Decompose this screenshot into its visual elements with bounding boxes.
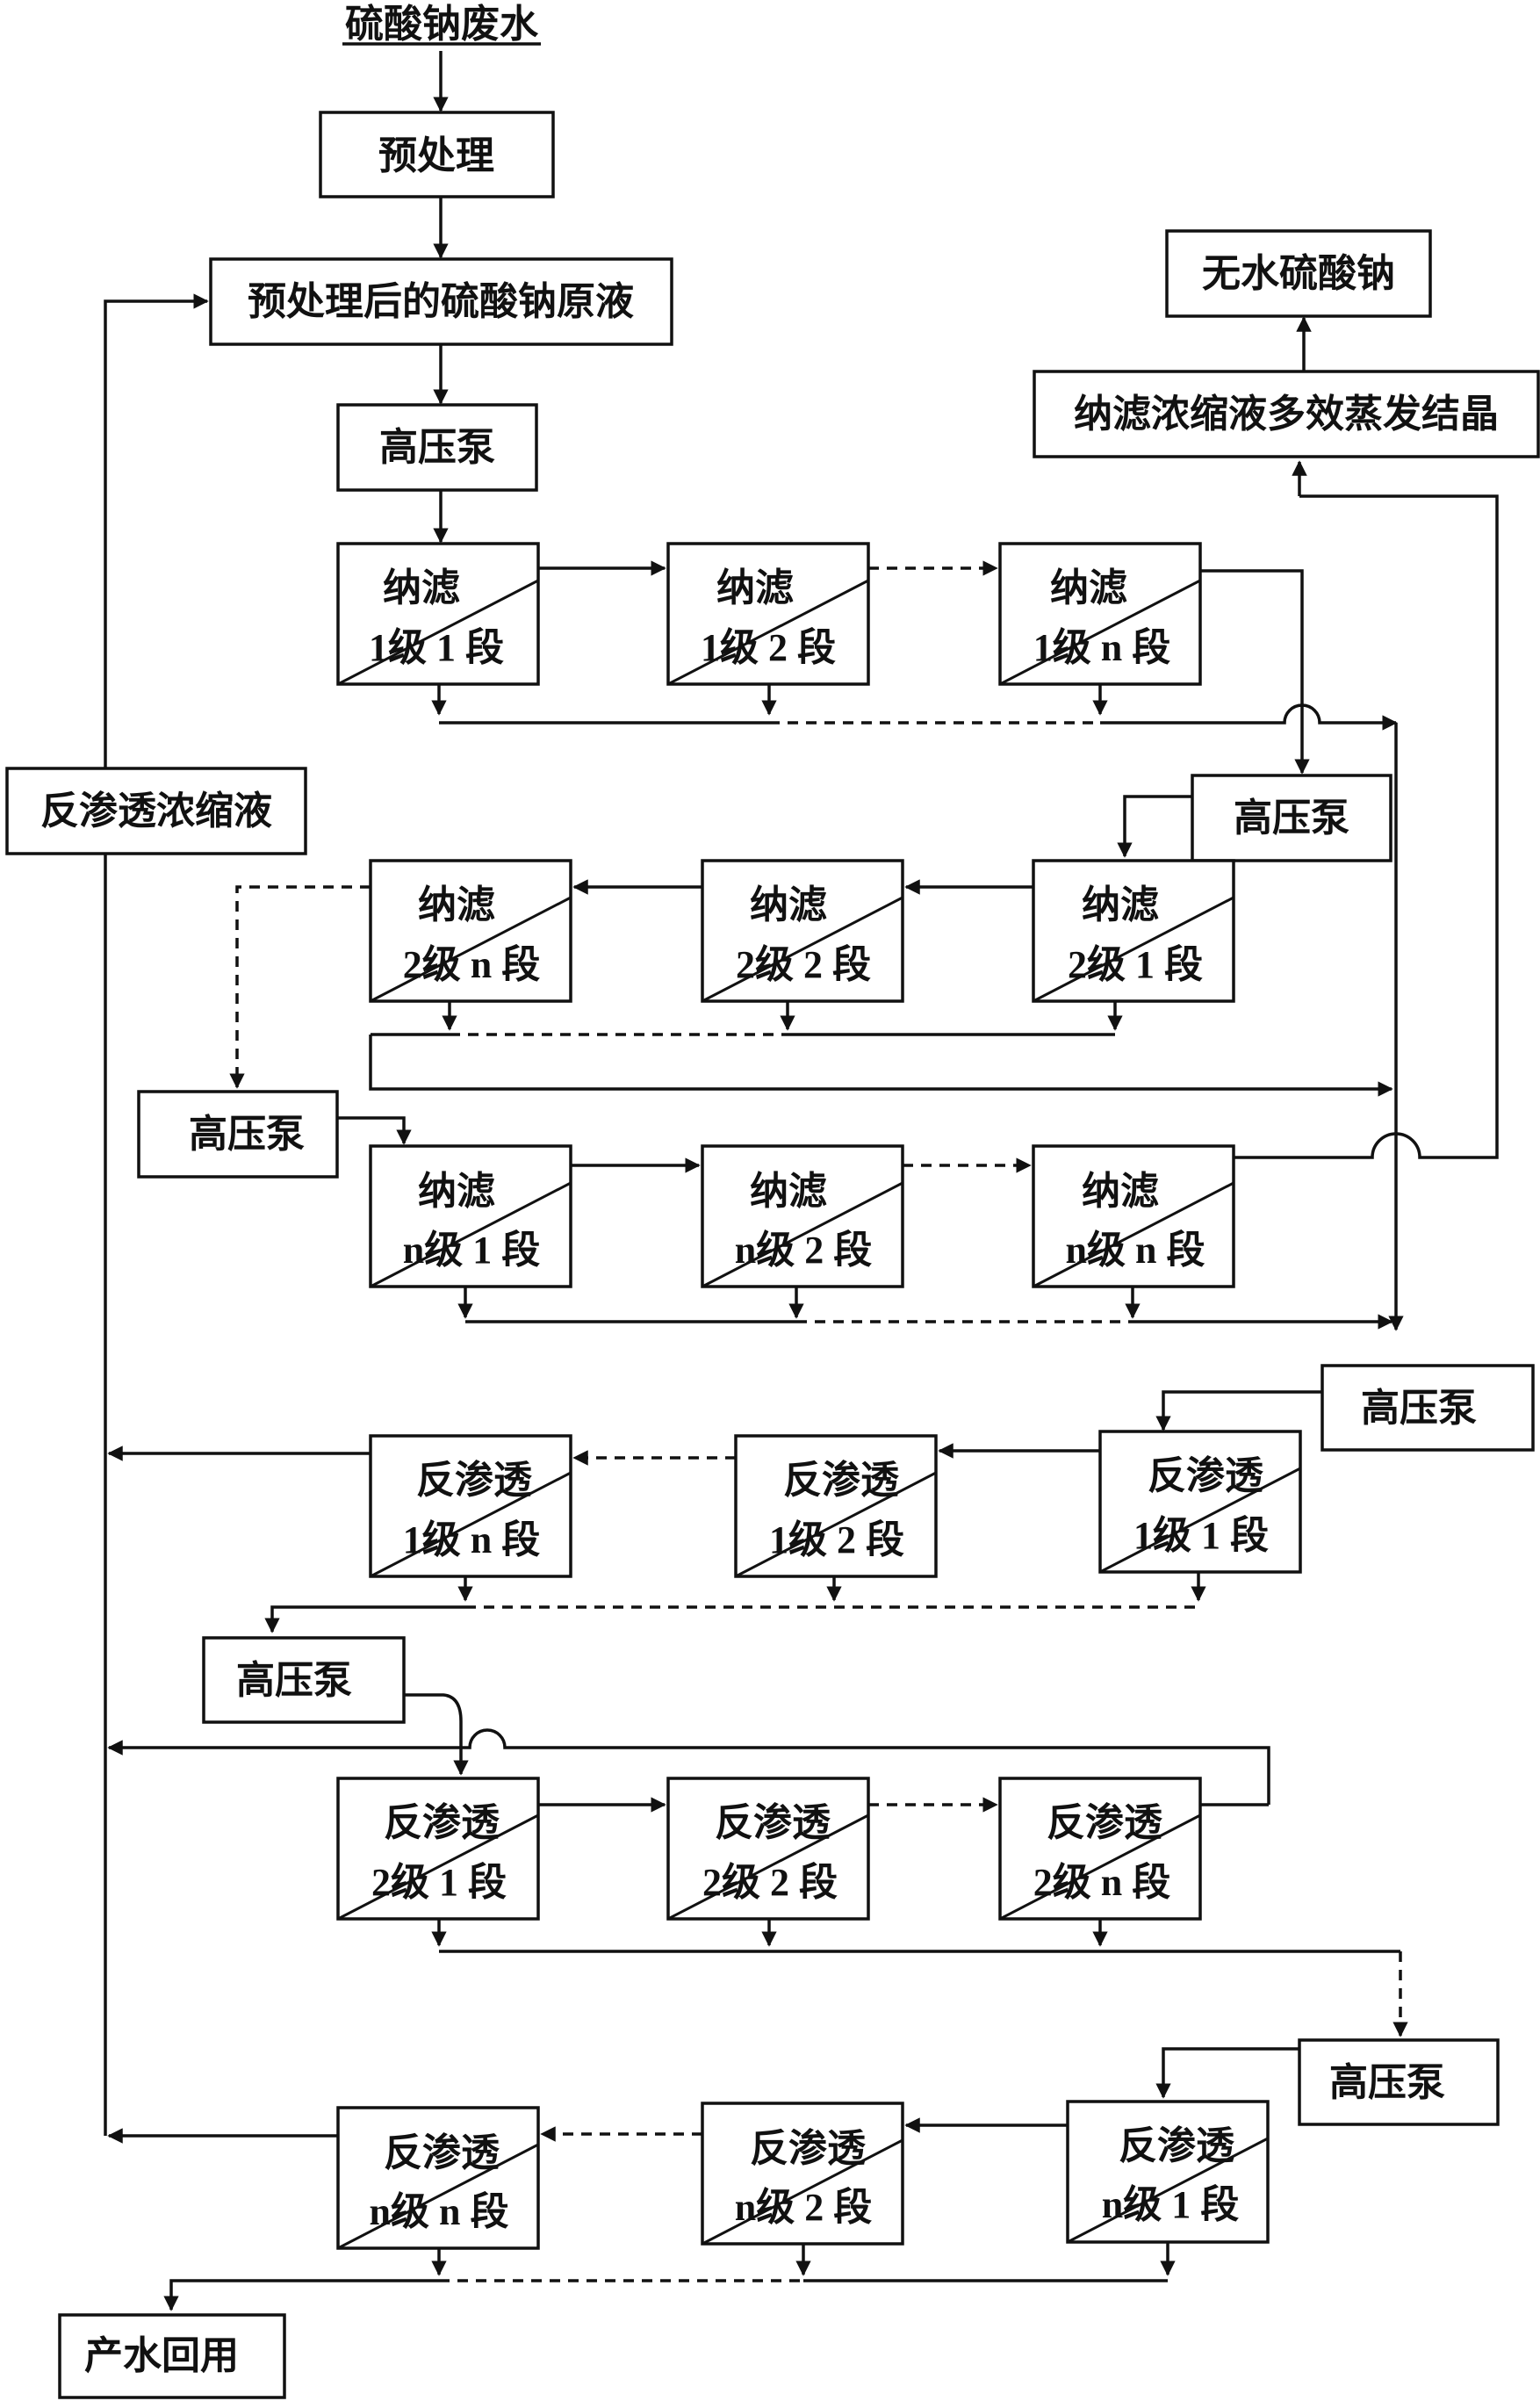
nf-stage-2-1: 纳滤 2级 1 段 <box>1032 859 1235 1003</box>
svg-text:纳滤: 纳滤 <box>1050 566 1127 609</box>
svg-text:2级 1 段: 2级 1 段 <box>371 1861 507 1904</box>
svg-text:纳滤浓缩液多效蒸发结晶: 纳滤浓缩液多效蒸发结晶 <box>1074 393 1499 436</box>
svg-text:反渗透浓缩液: 反渗透浓缩液 <box>40 790 272 833</box>
high-pressure-pump-4: 高压泵 <box>1321 1364 1535 1452</box>
hp5-to-ro21-line <box>404 1693 469 1776</box>
ro-stage-1-1: 反渗透 1级 1 段 <box>1098 1430 1302 1574</box>
svg-text:纳滤: 纳滤 <box>383 566 460 609</box>
svg-text:预处理后的硫酸钠原液: 预处理后的硫酸钠原液 <box>248 280 634 323</box>
svg-text:无水硫酸钠: 无水硫酸钠 <box>1202 252 1395 295</box>
svg-text:预处理: 预处理 <box>378 134 494 177</box>
svg-text:高压泵: 高压泵 <box>1234 797 1349 840</box>
svg-text:高压泵: 高压泵 <box>236 1659 352 1702</box>
ro-concentrate-return-line <box>104 293 209 768</box>
ro-stage-2-2: 反渗透 2级 2 段 <box>666 1777 870 1921</box>
hp4-to-ro11-line <box>1155 1390 1322 1431</box>
svg-text:2级 1 段: 2级 1 段 <box>1068 943 1203 986</box>
anhydrous-sodium-sulfate-box: 无水硫酸钠 <box>1165 229 1432 318</box>
svg-text:n级 1 段: n级 1 段 <box>1102 2183 1239 2226</box>
ro-stage-1-n: 反渗透 1级 n 段 <box>369 1434 572 1578</box>
svg-text:1级 n 段: 1级 n 段 <box>403 1518 540 1561</box>
svg-text:高压泵: 高压泵 <box>1329 2061 1445 2104</box>
svg-text:2级 2 段: 2级 2 段 <box>736 943 871 986</box>
nf-stage-2-n: 纳滤 2级 n 段 <box>369 859 572 1003</box>
product-water-reuse-box: 产水回用 <box>58 2313 286 2399</box>
svg-text:n级 2 段: n级 2 段 <box>735 1229 872 1272</box>
svg-text:1级 1 段: 1级 1 段 <box>369 626 504 669</box>
svg-text:2级 2 段: 2级 2 段 <box>702 1861 838 1904</box>
source-title: 硫酸钠废水 <box>345 3 539 46</box>
ro1-permeate-to-hp5 <box>264 1605 465 1633</box>
nf1n-to-hp2-line <box>1200 569 1310 775</box>
svg-text:反渗透: 反渗透 <box>715 1801 831 1844</box>
svg-text:高压泵: 高压泵 <box>379 426 495 469</box>
hp3-to-nfn1-line <box>337 1116 412 1145</box>
raw-solution-box: 预处理后的硫酸钠原液 <box>209 257 673 346</box>
nf-stage-n-2: 纳滤 n级 2 段 <box>701 1144 904 1288</box>
nf-concentrate-line <box>1299 494 1499 1159</box>
ro2-concentrate-return-line <box>107 1728 1270 1805</box>
svg-text:纳滤: 纳滤 <box>750 883 827 927</box>
ro-stage-1-2: 反渗透 1级 2 段 <box>734 1434 938 1578</box>
nf-stage-1-n: 纳滤 1级 n 段 <box>998 542 1202 686</box>
svg-text:1级 2 段: 1级 2 段 <box>701 626 836 669</box>
svg-text:纳滤: 纳滤 <box>716 566 794 609</box>
high-pressure-pump-6: 高压泵 <box>1298 2038 1500 2126</box>
svg-text:n级 n 段: n级 n 段 <box>370 2190 509 2233</box>
svg-text:反渗透: 反渗透 <box>1119 2124 1235 2167</box>
svg-text:高压泵: 高压泵 <box>189 1113 305 1156</box>
nf-stage-n-n: 纳滤 n级 n 段 <box>1032 1144 1235 1288</box>
svg-text:2级 n 段: 2级 n 段 <box>403 943 540 986</box>
svg-text:n级 2 段: n级 2 段 <box>735 2186 872 2229</box>
ron-permeate-to-water <box>163 2279 439 2311</box>
high-pressure-pump-1: 高压泵 <box>336 403 538 492</box>
svg-text:纳滤: 纳滤 <box>1082 1170 1159 1213</box>
nf-stage-1-2: 纳滤 1级 2 段 <box>666 542 870 686</box>
ro-stage-2-1: 反渗透 2级 1 段 <box>336 1777 540 1921</box>
svg-text:1级 1 段: 1级 1 段 <box>1133 1514 1269 1557</box>
nf2-permeate-to-collector <box>369 1035 1393 1097</box>
svg-text:2级 n 段: 2级 n 段 <box>1033 1861 1170 1904</box>
nf2n-to-hp3-line <box>229 885 371 1089</box>
svg-text:反渗透: 反渗透 <box>1148 1454 1264 1497</box>
svg-text:纳滤: 纳滤 <box>418 1170 495 1213</box>
nfnn-concentrate-line <box>1234 1132 1429 1159</box>
hp2-to-nf21-line <box>1117 795 1192 858</box>
nf-stage-n-1: 纳滤 n级 1 段 <box>369 1144 572 1288</box>
nf-stage-1-1: 纳滤 1级 1 段 <box>336 542 540 686</box>
svg-text:1级 n 段: 1级 n 段 <box>1033 626 1170 669</box>
high-pressure-pump-5: 高压泵 <box>202 1636 406 1724</box>
ro-stage-n-n: 反渗透 n级 n 段 <box>336 2106 540 2250</box>
ro-stage-n-2: 反渗透 n级 2 段 <box>701 2102 904 2246</box>
ro-concentrate-box: 反渗透浓缩液 <box>5 767 307 855</box>
svg-text:反渗透: 反渗透 <box>1047 1801 1163 1844</box>
svg-text:纳滤: 纳滤 <box>1082 883 1159 927</box>
svg-text:反渗透: 反渗透 <box>384 2131 500 2174</box>
svg-text:反渗透: 反渗透 <box>783 1459 900 1502</box>
high-pressure-pump-3: 高压泵 <box>137 1090 339 1179</box>
evaporation-crystallization-box: 纳滤浓缩液多效蒸发结晶 <box>1033 370 1540 458</box>
svg-text:产水回用: 产水回用 <box>84 2334 239 2377</box>
hp6-to-ron1-line <box>1155 2047 1299 2099</box>
svg-text:1级 2 段: 1级 2 段 <box>769 1518 904 1561</box>
svg-text:n级 1 段: n级 1 段 <box>403 1229 540 1272</box>
high-pressure-pump-2: 高压泵 <box>1191 774 1392 862</box>
nf1-permeate-line-c <box>1100 703 1398 731</box>
pretreatment-box: 预处理 <box>319 111 555 198</box>
svg-text:反渗透: 反渗透 <box>416 1459 533 1502</box>
svg-text:高压泵: 高压泵 <box>1361 1387 1477 1430</box>
ro-stage-2-n: 反渗透 2级 n 段 <box>998 1777 1202 1921</box>
svg-text:纳滤: 纳滤 <box>418 883 495 927</box>
svg-text:纳滤: 纳滤 <box>750 1170 827 1213</box>
svg-text:反渗透: 反渗透 <box>384 1801 500 1844</box>
svg-text:反渗透: 反渗透 <box>750 2127 867 2170</box>
ro-stage-n-1: 反渗透 n级 1 段 <box>1066 2100 1270 2244</box>
nf-stage-2-2: 纳滤 2级 2 段 <box>701 859 904 1003</box>
svg-text:n级 n 段: n级 n 段 <box>1066 1229 1205 1272</box>
